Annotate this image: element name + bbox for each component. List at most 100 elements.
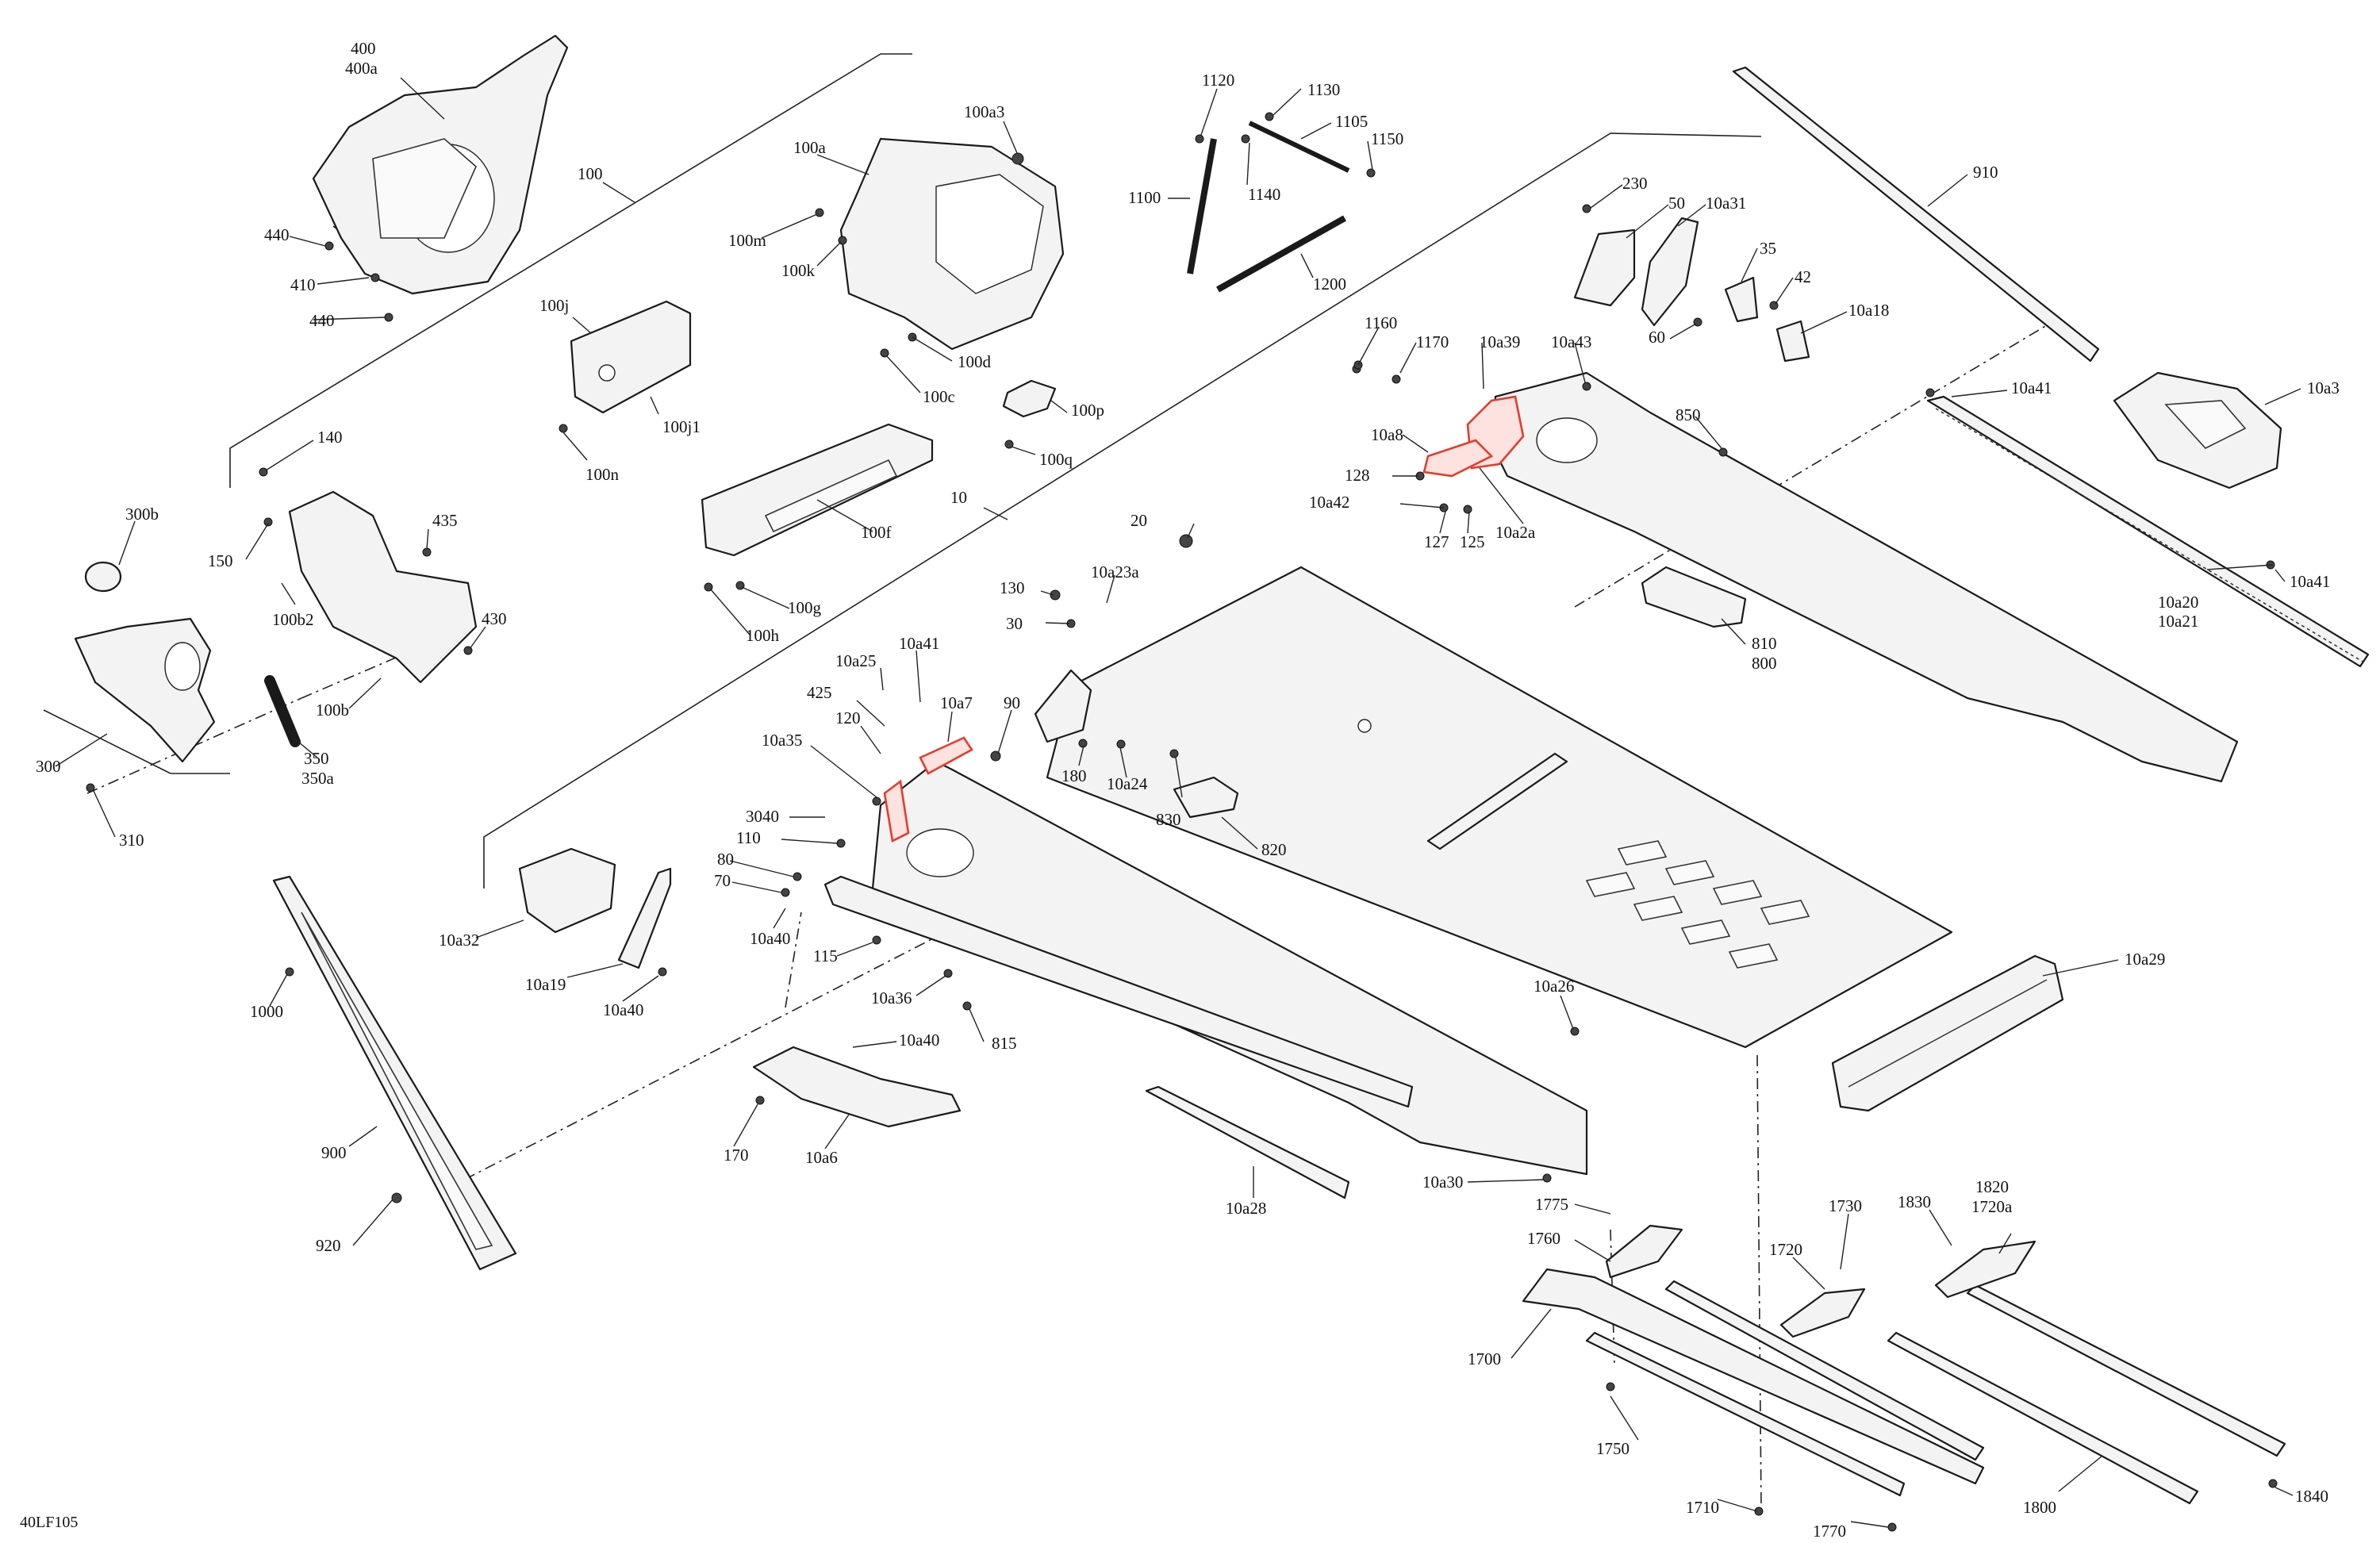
callout-10a6: 10a6 — [805, 1148, 838, 1167]
callout-1160: 1160 — [1365, 313, 1397, 332]
callout-100n: 100n — [585, 465, 620, 484]
bracket-part-830 — [1173, 776, 1239, 819]
spindle-part-300 — [74, 617, 216, 763]
callout-10a2a: 10a2a — [1495, 523, 1536, 542]
strip-part-10a28 — [1145, 1085, 1350, 1199]
callout-300: 300 — [36, 757, 61, 776]
callout-10a18: 10a18 — [1848, 301, 1889, 320]
callout-300b: 300b — [125, 505, 159, 524]
bumper-part-300b — [84, 561, 122, 593]
callout-50: 50 — [1668, 194, 1685, 213]
callout-labels: 400 400a 100 440 410 440 100a 100a3 100m… — [36, 39, 2340, 1541]
callout-100a: 100a — [793, 138, 827, 157]
callout-10a43: 10a43 — [1551, 332, 1591, 351]
front-upper-frame-part — [312, 34, 569, 295]
callout-400: 400 — [351, 39, 376, 58]
callout-10a26: 10a26 — [1534, 977, 1574, 996]
callout-10a25: 10a25 — [835, 651, 876, 670]
rear-runner-part-10a20 — [1926, 395, 2370, 668]
callout-1750: 1750 — [1596, 1439, 1630, 1458]
callout-10a40-mid: 10a40 — [603, 1000, 643, 1019]
callout-10a40-left: 10a40 — [750, 929, 790, 948]
callout-10a31: 10a31 — [1706, 194, 1746, 213]
callout-830: 830 — [1156, 810, 1181, 829]
callout-10a23a: 10a23a — [1091, 562, 1139, 582]
callout-10a41-mid: 10a41 — [899, 634, 939, 653]
callout-10a42: 10a42 — [1309, 493, 1349, 512]
callout-10a3: 10a3 — [2307, 378, 2340, 397]
callout-100q: 100q — [1039, 450, 1073, 469]
rail-part-910 — [1732, 66, 2100, 363]
callout-425: 425 — [807, 683, 832, 702]
callout-30: 30 — [1006, 614, 1023, 633]
callout-1720a: 1720a — [1971, 1197, 2013, 1216]
link-part-10a19 — [617, 867, 672, 969]
bracket-part-10a6 — [752, 1046, 962, 1128]
left-runner-10a36 — [823, 875, 1414, 1108]
callout-1820: 1820 — [1975, 1177, 2009, 1196]
highlighted-part-10a7 — [883, 736, 973, 843]
plate-part-810 — [1641, 566, 1747, 628]
callout-100f: 100f — [861, 523, 892, 542]
callout-100j1: 100j1 — [662, 417, 701, 436]
callout-1775: 1775 — [1535, 1195, 1568, 1214]
callout-150: 150 — [208, 551, 233, 570]
callout-900: 900 — [321, 1143, 347, 1162]
callout-1770: 1770 — [1813, 1522, 1846, 1541]
callout-1120: 1120 — [1202, 71, 1234, 90]
callout-3040: 3040 — [746, 807, 779, 826]
callout-10a29: 10a29 — [2125, 950, 2165, 969]
callout-10: 10 — [950, 488, 967, 507]
callout-10a7: 10a7 — [940, 693, 973, 712]
callout-35: 35 — [1760, 239, 1776, 258]
callout-230: 230 — [1622, 174, 1648, 193]
callout-100: 100 — [578, 164, 603, 183]
callout-815: 815 — [992, 1034, 1017, 1053]
callout-800: 800 — [1752, 654, 1777, 673]
callout-1130: 1130 — [1307, 80, 1340, 99]
callout-128: 128 — [1345, 466, 1370, 485]
callout-1800: 1800 — [2023, 1498, 2056, 1517]
callout-170: 170 — [724, 1146, 749, 1165]
callout-1170: 1170 — [1416, 332, 1449, 351]
callout-1140: 1140 — [1248, 185, 1280, 204]
callout-115: 115 — [813, 946, 838, 965]
running-board-brackets — [1605, 1224, 2036, 1338]
callout-100m: 100m — [728, 231, 766, 250]
callout-100b: 100b — [316, 700, 349, 720]
callout-310: 310 — [119, 831, 144, 850]
callout-1710: 1710 — [1686, 1498, 1719, 1517]
bracket-part-10a32 — [518, 847, 616, 934]
callout-1200: 1200 — [1313, 274, 1346, 294]
callout-100k: 100k — [781, 261, 816, 280]
callout-10a21: 10a21 — [2158, 612, 2198, 631]
callout-10a30: 10a30 — [1422, 1173, 1463, 1192]
callout-10a35: 10a35 — [762, 731, 802, 750]
callout-100a3: 100a3 — [964, 102, 1004, 121]
front-lower-frame-100b — [288, 490, 478, 684]
callout-100h: 100h — [746, 626, 780, 645]
callout-1840: 1840 — [2295, 1487, 2328, 1506]
callout-1700: 1700 — [1468, 1349, 1501, 1368]
callout-1105: 1105 — [1335, 112, 1368, 131]
callout-10a41-right: 10a41 — [2290, 572, 2330, 591]
callout-110: 110 — [736, 828, 761, 847]
callout-120: 120 — [835, 708, 861, 727]
callout-10a40-bottom: 10a40 — [899, 1031, 939, 1050]
callout-920: 920 — [316, 1236, 341, 1255]
heat-exchanger-slots — [1585, 840, 1810, 969]
callout-125: 125 — [1460, 532, 1485, 551]
callout-1000: 1000 — [250, 1002, 283, 1021]
callout-90: 90 — [1004, 693, 1020, 712]
callout-42: 42 — [1795, 267, 1811, 286]
callout-1150: 1150 — [1371, 129, 1403, 148]
bracket-parts-50-10a31 — [1573, 217, 1810, 363]
callout-100b2: 100b2 — [272, 610, 314, 629]
shaft-part-350 — [264, 675, 301, 747]
callout-850: 850 — [1676, 405, 1701, 424]
callout-350a: 350a — [301, 769, 335, 788]
plate-part-100j — [570, 300, 692, 414]
assembly-group-lines — [43, 53, 1762, 889]
callout-1830: 1830 — [1898, 1192, 1931, 1211]
leader-lines — [55, 77, 2301, 1528]
